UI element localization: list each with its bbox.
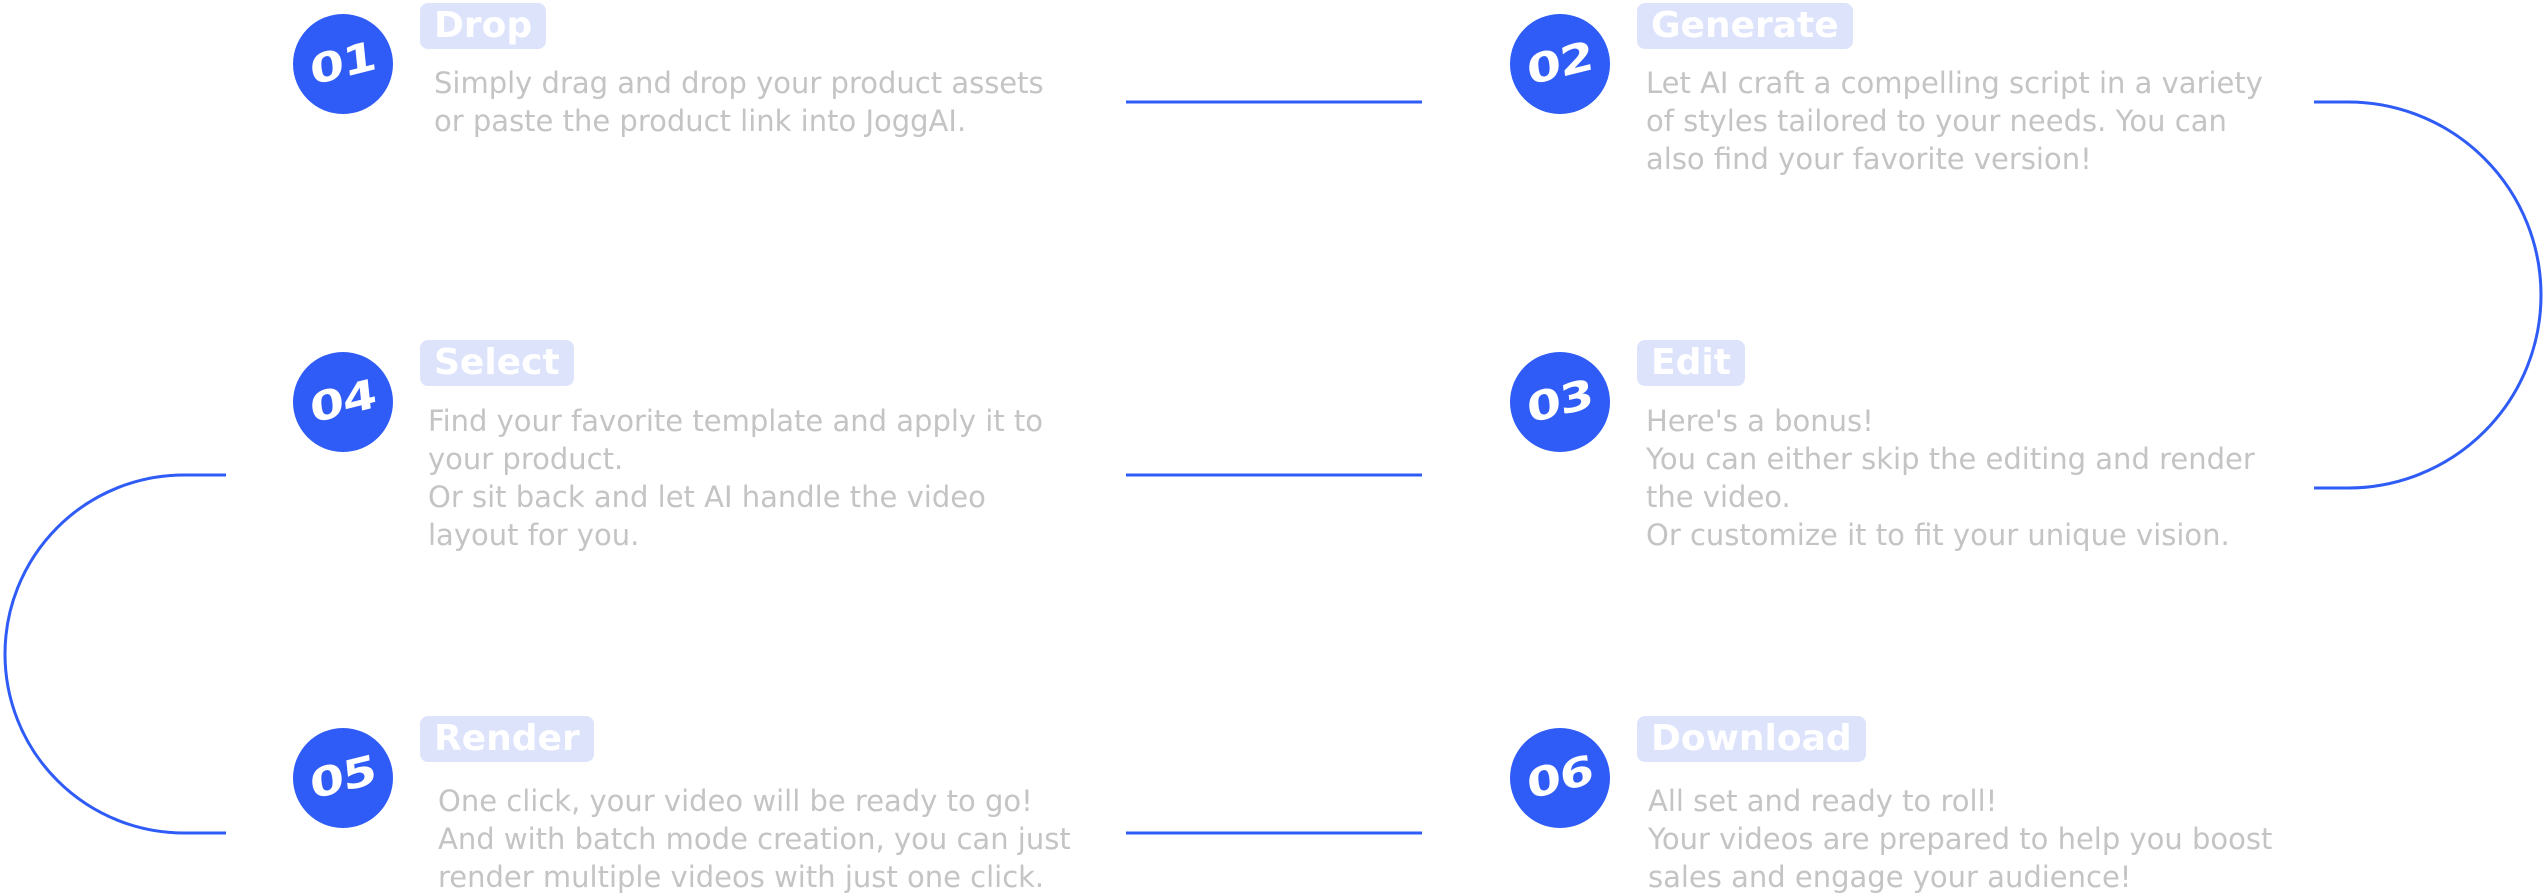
connector-04-05 — [3, 473, 226, 835]
step-description: One click, your video will be ready to g… — [438, 784, 1071, 894]
step-number-badge: 06 — [1510, 728, 1610, 828]
step-title: Generate — [1637, 3, 1853, 49]
step-number-badge: 01 — [293, 14, 393, 114]
step-number-badge: 05 — [293, 728, 393, 828]
step-number-badge: 02 — [1510, 14, 1610, 114]
step-number-badge: 03 — [1510, 352, 1610, 452]
step-title: Render — [420, 716, 594, 762]
step-description: All set and ready to roll! Your videos a… — [1648, 784, 2273, 894]
connector-02-03 — [2314, 100, 2543, 490]
step-description: Let AI craft a compelling script in a va… — [1646, 66, 2263, 176]
step-number-badge: 04 — [293, 352, 393, 452]
step-description: Simply drag and drop your product assets… — [434, 66, 1044, 138]
step-title: Download — [1637, 716, 1866, 762]
step-title: Select — [420, 340, 574, 386]
step-description: Here's a bonus! You can either skip the … — [1646, 404, 2255, 552]
step-title: Edit — [1637, 340, 1745, 386]
step-title: Drop — [420, 3, 547, 49]
step-description: Find your favorite template and apply it… — [428, 404, 1044, 552]
